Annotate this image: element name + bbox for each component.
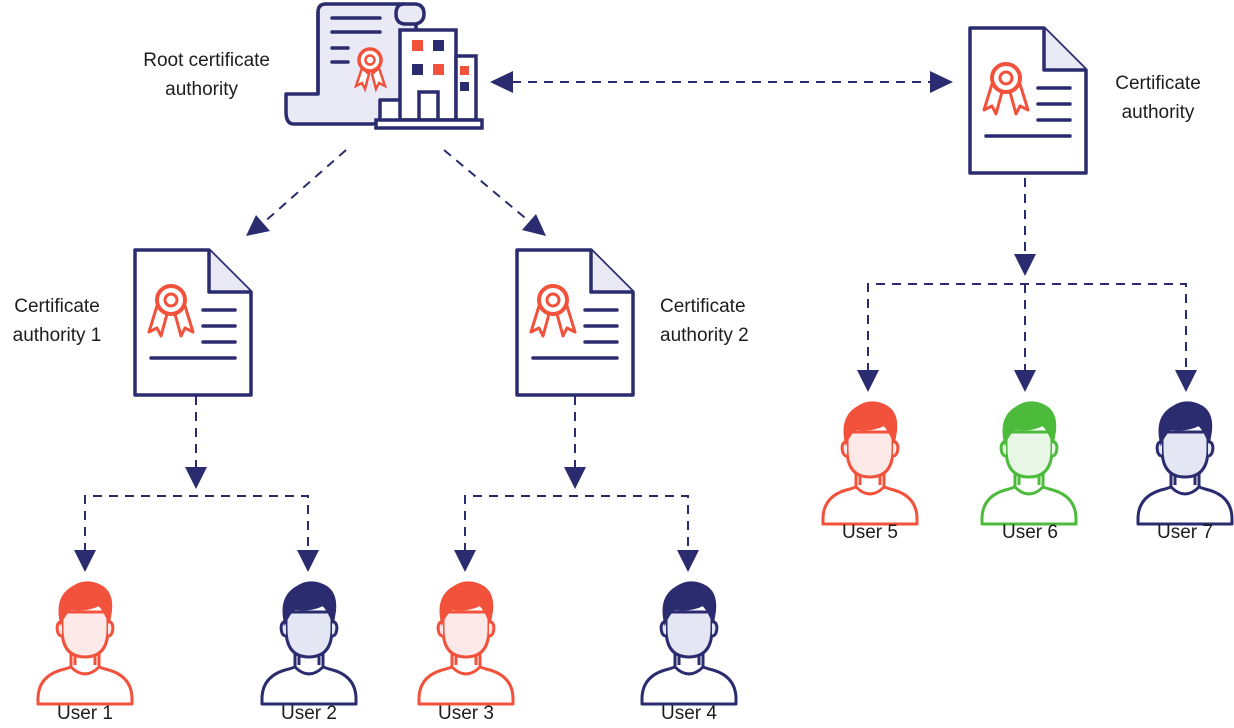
user-label: User 1 xyxy=(57,703,113,724)
arrow-head xyxy=(454,550,476,572)
arrow-head xyxy=(857,370,879,392)
arrow-head xyxy=(246,215,270,236)
ca2-label-line2: authority 2 xyxy=(660,325,749,346)
user-avatar-icon xyxy=(1136,400,1234,526)
arrow-head xyxy=(564,467,586,489)
user-avatar-icon xyxy=(36,580,134,706)
user-label: User 6 xyxy=(1002,522,1058,543)
ca1-label: Certificate authority 1 xyxy=(0,292,114,350)
root-ca-label-line1: Root certificate xyxy=(143,50,270,71)
edge-ca1-to-users xyxy=(84,396,309,552)
certificate-document-icon xyxy=(133,248,253,397)
arrow-head xyxy=(297,550,319,572)
edge-ca2-to-users xyxy=(464,396,689,552)
user-avatar-icon xyxy=(417,580,515,706)
user-avatar-icon xyxy=(640,580,738,706)
root-ca-label: Root certificate authority xyxy=(100,46,270,104)
ca-label: Certificate authority xyxy=(1090,69,1226,127)
ca-label-line1: Certificate xyxy=(1115,73,1201,94)
certificate-document-icon xyxy=(968,26,1088,175)
arrow-head-left xyxy=(490,71,513,93)
user-label: User 3 xyxy=(438,703,494,724)
edge-ca-to-users xyxy=(867,178,1187,372)
arrow-head xyxy=(677,550,699,572)
arrow-head xyxy=(1175,370,1197,392)
user-avatar-icon xyxy=(821,400,919,526)
arrowheads xyxy=(74,71,1197,572)
arrow-head xyxy=(74,550,96,572)
ca2-label-line1: Certificate xyxy=(660,296,746,317)
ca1-label-line2: authority 1 xyxy=(12,325,102,346)
certificate-document-icon xyxy=(515,248,635,397)
building-certificate-icon xyxy=(284,2,484,130)
arrow-head xyxy=(1014,254,1036,276)
edge-root-to-ca2 xyxy=(443,149,531,223)
ca-label-line2: authority xyxy=(1121,102,1195,123)
edge-root-to-ca1 xyxy=(261,149,347,225)
arrow-head xyxy=(1014,370,1036,392)
arrow-head xyxy=(185,467,207,489)
ca1-label-line1: Certificate xyxy=(14,296,100,317)
user-label: User 7 xyxy=(1157,522,1213,543)
ca2-label: Certificate authority 2 xyxy=(660,292,800,350)
user-label: User 2 xyxy=(281,703,337,724)
user-label: User 5 xyxy=(842,522,898,543)
user-label: User 4 xyxy=(661,703,717,724)
user-avatar-icon xyxy=(980,400,1078,526)
arrow-head xyxy=(522,214,546,236)
root-ca-label-line2: authority xyxy=(165,79,238,100)
arrow-head-right xyxy=(930,71,953,93)
user-avatar-icon xyxy=(260,580,358,706)
